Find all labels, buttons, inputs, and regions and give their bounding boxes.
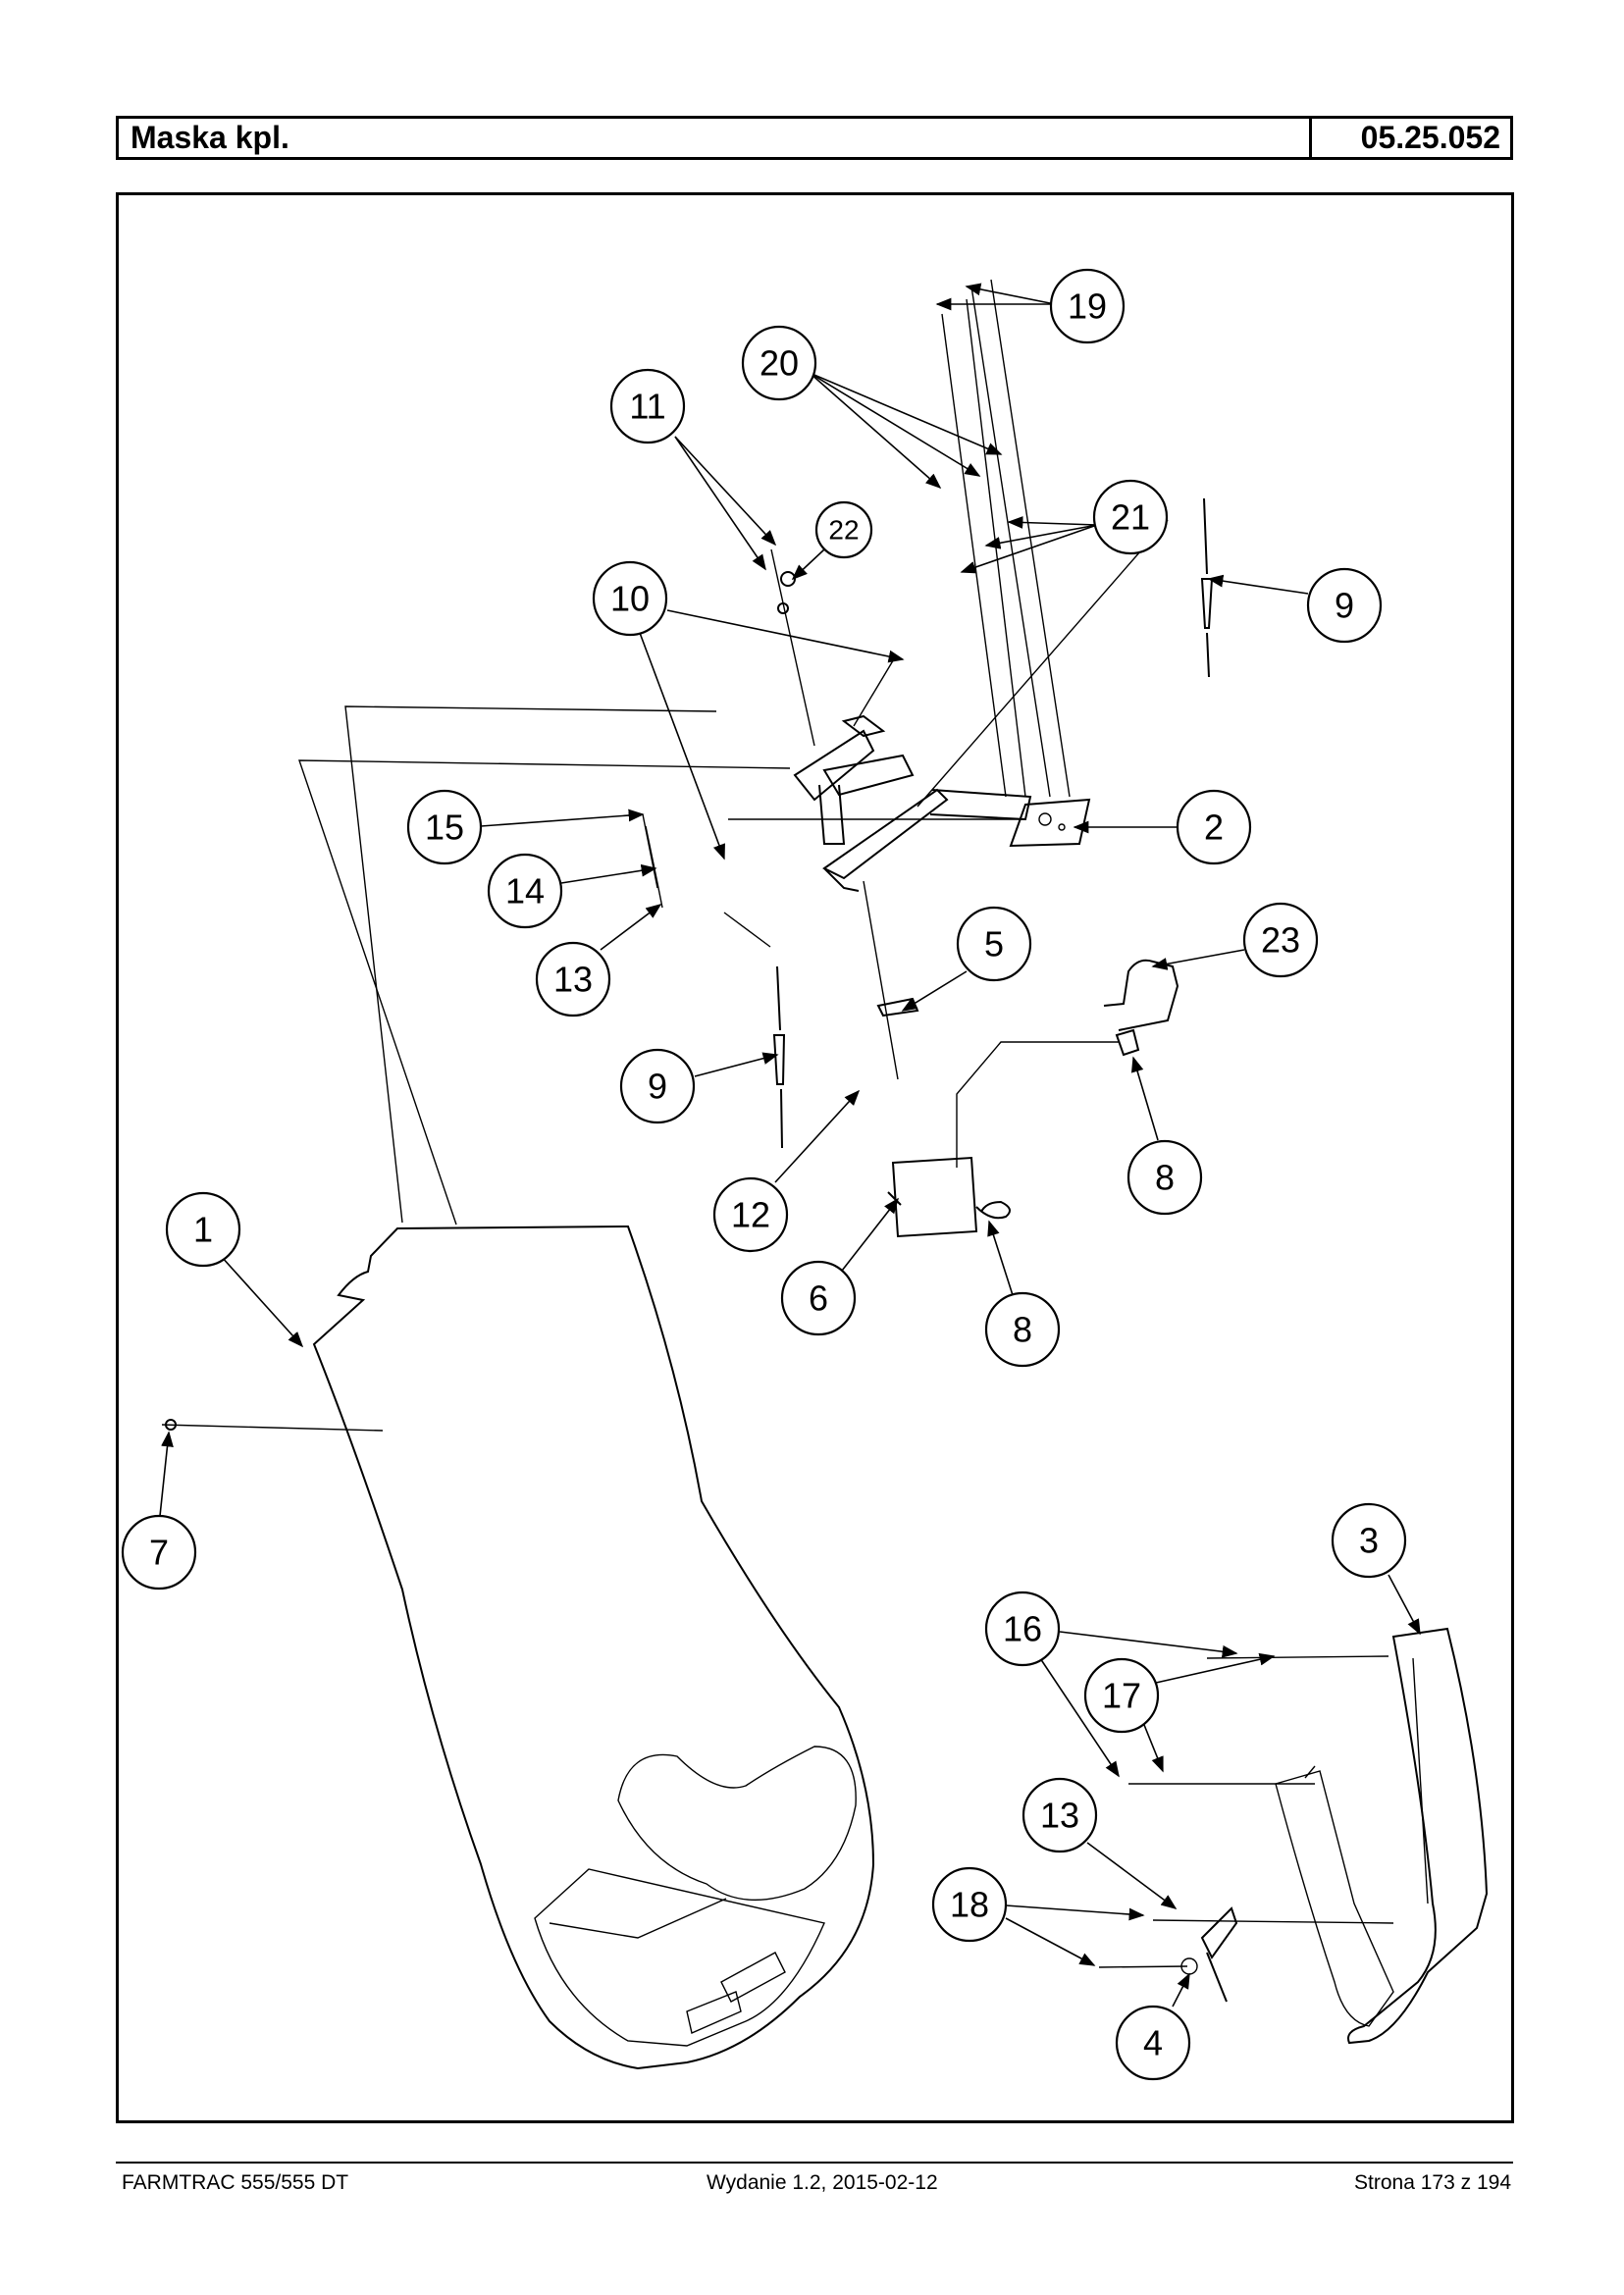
grille-part	[1275, 1627, 1489, 2045]
callout-17: 17	[1083, 1652, 1276, 1773]
drawing-frame	[116, 192, 1514, 2123]
footer-model: FARMTRAC 555/555 DT	[122, 2171, 349, 2194]
svg-text:8: 8	[1013, 1310, 1032, 1350]
callout-11: 11	[609, 368, 777, 571]
svg-text:3: 3	[1359, 1521, 1379, 1561]
callout-10: 10	[592, 560, 905, 861]
callout-13-upper: 13	[535, 904, 662, 1017]
footer-page-number: Strona 173 z 194	[1354, 2171, 1511, 2194]
callout-9-upper: 9	[1207, 567, 1383, 644]
svg-text:18: 18	[950, 1885, 989, 1925]
callout-3: 3	[1331, 1502, 1421, 1636]
footer-edition: Wydanie 1.2, 2015-02-12	[707, 2171, 938, 2194]
page-title: Maska kpl.	[119, 119, 1312, 157]
callout-20: 20	[741, 325, 1003, 490]
svg-text:8: 8	[1155, 1158, 1175, 1198]
svg-text:14: 14	[505, 871, 545, 912]
gas-strut-lower	[772, 965, 786, 1149]
stop-block-6	[887, 1156, 978, 1238]
callout-8-upper: 8	[1126, 1056, 1203, 1216]
svg-text:2: 2	[1204, 808, 1224, 848]
cable-end-8	[1115, 1028, 1140, 1057]
cable-8-lower	[975, 1200, 1011, 1220]
callout-9-lower: 9	[619, 1048, 779, 1124]
footer-divider	[116, 2162, 1513, 2164]
bolt-7	[165, 1419, 177, 1431]
callout-2: 2	[1073, 789, 1252, 865]
cable-23	[1103, 959, 1179, 1031]
svg-text:23: 23	[1261, 920, 1300, 961]
svg-text:10: 10	[610, 579, 650, 619]
svg-text:4: 4	[1143, 2023, 1163, 2063]
page-header: Maska kpl. 05.25.052	[116, 116, 1513, 160]
callout-18: 18	[931, 1866, 1145, 1966]
callout-19: 19	[935, 268, 1126, 344]
svg-text:1: 1	[193, 1210, 213, 1250]
svg-text:11: 11	[629, 387, 665, 427]
callout-21: 21	[960, 479, 1169, 574]
callout-23: 23	[1151, 902, 1319, 978]
callout-22: 22	[791, 500, 873, 581]
svg-text:21: 21	[1111, 497, 1150, 538]
svg-text:19: 19	[1068, 287, 1107, 327]
svg-text:17: 17	[1102, 1676, 1141, 1716]
callout-15: 15	[406, 789, 645, 865]
callout-4: 4	[1115, 1972, 1191, 2081]
svg-text:20: 20	[760, 343, 799, 384]
knob-22	[780, 571, 796, 587]
svg-text:22: 22	[828, 515, 859, 546]
part-group-code: 05.25.052	[1360, 120, 1500, 155]
callout-5: 5	[901, 906, 1032, 1012]
svg-text:9: 9	[1335, 586, 1354, 626]
svg-text:16: 16	[1003, 1609, 1042, 1649]
hinge-frame-part	[793, 279, 1169, 892]
svg-text:13: 13	[553, 960, 593, 1000]
svg-text:9: 9	[648, 1067, 667, 1107]
callout-7: 7	[121, 1431, 197, 1591]
svg-text:6: 6	[809, 1278, 828, 1319]
callout-6: 6	[780, 1197, 899, 1336]
svg-text:5: 5	[984, 924, 1004, 965]
callout-8-lower: 8	[984, 1220, 1061, 1368]
svg-text:13: 13	[1040, 1796, 1079, 1836]
callout-16: 16	[984, 1591, 1238, 1778]
svg-text:15: 15	[425, 808, 464, 848]
callout-14: 14	[487, 853, 657, 929]
svg-text:7: 7	[149, 1533, 169, 1573]
latch-part	[1180, 1906, 1238, 2003]
callout-1: 1	[165, 1191, 304, 1348]
hood-part	[298, 705, 875, 2070]
callout-12: 12	[712, 1089, 861, 1253]
svg-text:12: 12	[731, 1195, 770, 1235]
callout-13-lower: 13	[1022, 1777, 1178, 1909]
gas-strut-upper	[1200, 497, 1214, 678]
